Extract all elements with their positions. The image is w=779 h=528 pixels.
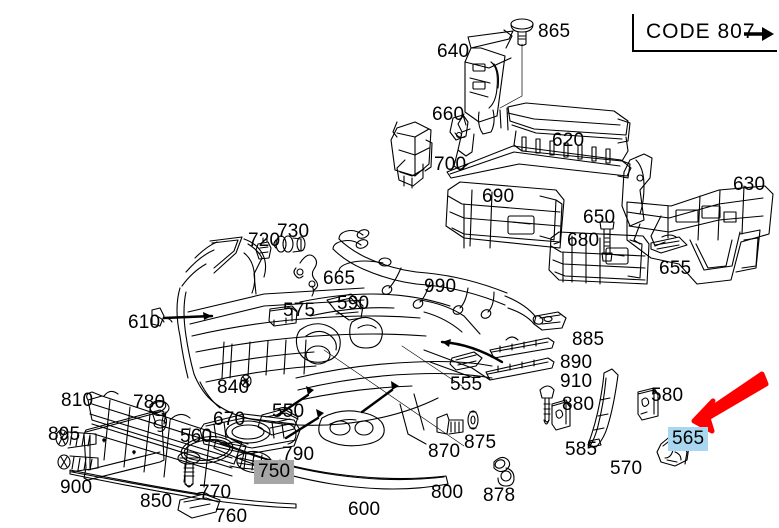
callout-895: 895 bbox=[48, 424, 81, 445]
part-770-screw bbox=[177, 451, 201, 488]
part-620-reinforcement bbox=[446, 102, 632, 179]
callout-875: 875 bbox=[464, 432, 497, 453]
part-865-bolt bbox=[510, 18, 534, 47]
part-880-screw bbox=[539, 385, 555, 425]
callout-870: 870 bbox=[428, 441, 461, 462]
callout-840: 840 bbox=[217, 377, 250, 398]
callout-620: 620 bbox=[552, 130, 585, 151]
callout-640: 640 bbox=[437, 41, 470, 62]
callout-655: 655 bbox=[659, 258, 692, 279]
part-700-bracket bbox=[390, 121, 433, 189]
callout-670: 670 bbox=[213, 409, 246, 430]
callout-665: 665 bbox=[323, 268, 356, 289]
red-arrow-icon bbox=[691, 371, 769, 434]
callout-575: 575 bbox=[283, 300, 316, 321]
part-555-clip bbox=[449, 351, 483, 371]
callout-630: 630 bbox=[733, 174, 766, 195]
callout-550: 550 bbox=[272, 401, 305, 422]
part-890-strip bbox=[489, 336, 555, 359]
part-655-clip bbox=[650, 234, 688, 254]
callout-720: 720 bbox=[248, 230, 281, 251]
callout-580: 580 bbox=[651, 385, 684, 406]
callout-865: 865 bbox=[538, 21, 571, 42]
callout-780: 780 bbox=[133, 392, 166, 413]
part-870-bolt bbox=[436, 413, 464, 435]
callout-660: 660 bbox=[432, 104, 465, 125]
callout-810: 810 bbox=[61, 390, 94, 411]
callout-650: 650 bbox=[583, 207, 616, 228]
callout-890: 890 bbox=[560, 352, 593, 373]
callout-885: 885 bbox=[572, 329, 605, 350]
callout-600: 600 bbox=[348, 499, 381, 520]
callout-790: 790 bbox=[282, 444, 315, 465]
part-665-bracket bbox=[293, 254, 319, 297]
callout-560: 560 bbox=[180, 426, 213, 447]
callout-590: 590 bbox=[337, 293, 370, 314]
callout-880: 880 bbox=[562, 394, 595, 415]
part-875-washer bbox=[467, 410, 479, 430]
callout-610: 610 bbox=[128, 312, 161, 333]
callout-585: 585 bbox=[565, 439, 598, 460]
callout-565: 565 bbox=[668, 427, 709, 451]
part-810-grille bbox=[86, 390, 247, 488]
callout-570: 570 bbox=[610, 458, 643, 479]
callout-770: 770 bbox=[199, 482, 232, 503]
code-badge: CODE 807 bbox=[632, 14, 777, 52]
callout-878: 878 bbox=[483, 485, 516, 506]
callout-730: 730 bbox=[277, 221, 310, 242]
callout-555: 555 bbox=[450, 374, 483, 395]
part-878-clip bbox=[493, 456, 515, 487]
callout-760: 760 bbox=[215, 506, 248, 527]
part-800-trim bbox=[213, 439, 449, 490]
callout-700: 700 bbox=[434, 154, 467, 175]
code-badge-text: CODE 807 bbox=[646, 20, 756, 43]
right-arrow-icon bbox=[744, 27, 774, 41]
part-910-strip bbox=[485, 357, 555, 381]
callout-910: 910 bbox=[560, 371, 593, 392]
callout-690: 690 bbox=[482, 186, 515, 207]
callout-680: 680 bbox=[567, 230, 600, 251]
callout-900: 900 bbox=[60, 477, 93, 498]
callout-990: 990 bbox=[424, 276, 457, 297]
callout-850: 850 bbox=[140, 491, 173, 512]
part-885-clip bbox=[533, 311, 567, 331]
callout-800: 800 bbox=[431, 482, 464, 503]
part-850-plate-holder bbox=[83, 409, 165, 481]
part-900-screw bbox=[57, 454, 99, 473]
callout-750: 750 bbox=[254, 460, 295, 484]
